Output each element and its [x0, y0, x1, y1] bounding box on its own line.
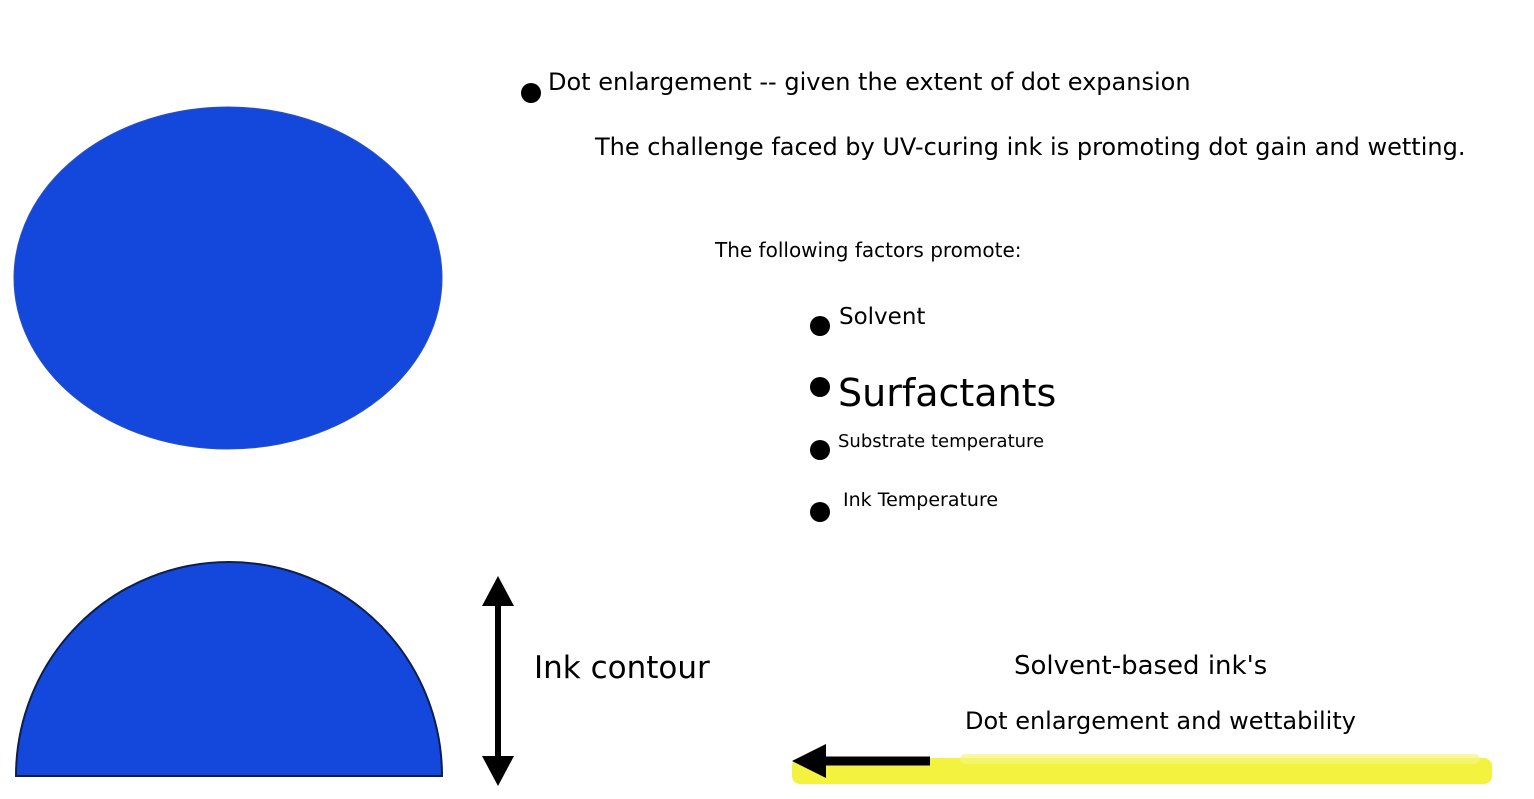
left-arrow-icon [792, 744, 930, 778]
bullet-icon [810, 316, 830, 336]
ink-dot-side-view [14, 561, 444, 777]
factor-item: Surfactants [838, 371, 1057, 415]
bullet-icon [810, 440, 830, 460]
solvent-title: Solvent-based ink's [1014, 651, 1268, 681]
factor-item: Substrate temperature [838, 431, 1045, 452]
factor-item: Solvent [839, 304, 926, 330]
factor-item: Ink Temperature [843, 489, 999, 511]
bullet-icon [810, 377, 830, 397]
yellow-highlight [792, 758, 1492, 784]
headline-text: Dot enlargement -- given the extent of d… [548, 68, 1191, 96]
solvent-description: Dot enlargement and wettability [965, 707, 1356, 735]
bullet-icon [521, 83, 541, 103]
bullet-icon [810, 502, 830, 522]
factors-intro-text: The following factors promote: [715, 238, 1022, 262]
double-arrow-icon [482, 576, 514, 786]
challenge-text: The challenge faced by UV-curing ink is … [595, 133, 1466, 161]
yellow-highlight-soft [960, 754, 1480, 764]
ink-dot-top-view [13, 106, 443, 450]
ink-contour-label: Ink contour [534, 650, 710, 686]
